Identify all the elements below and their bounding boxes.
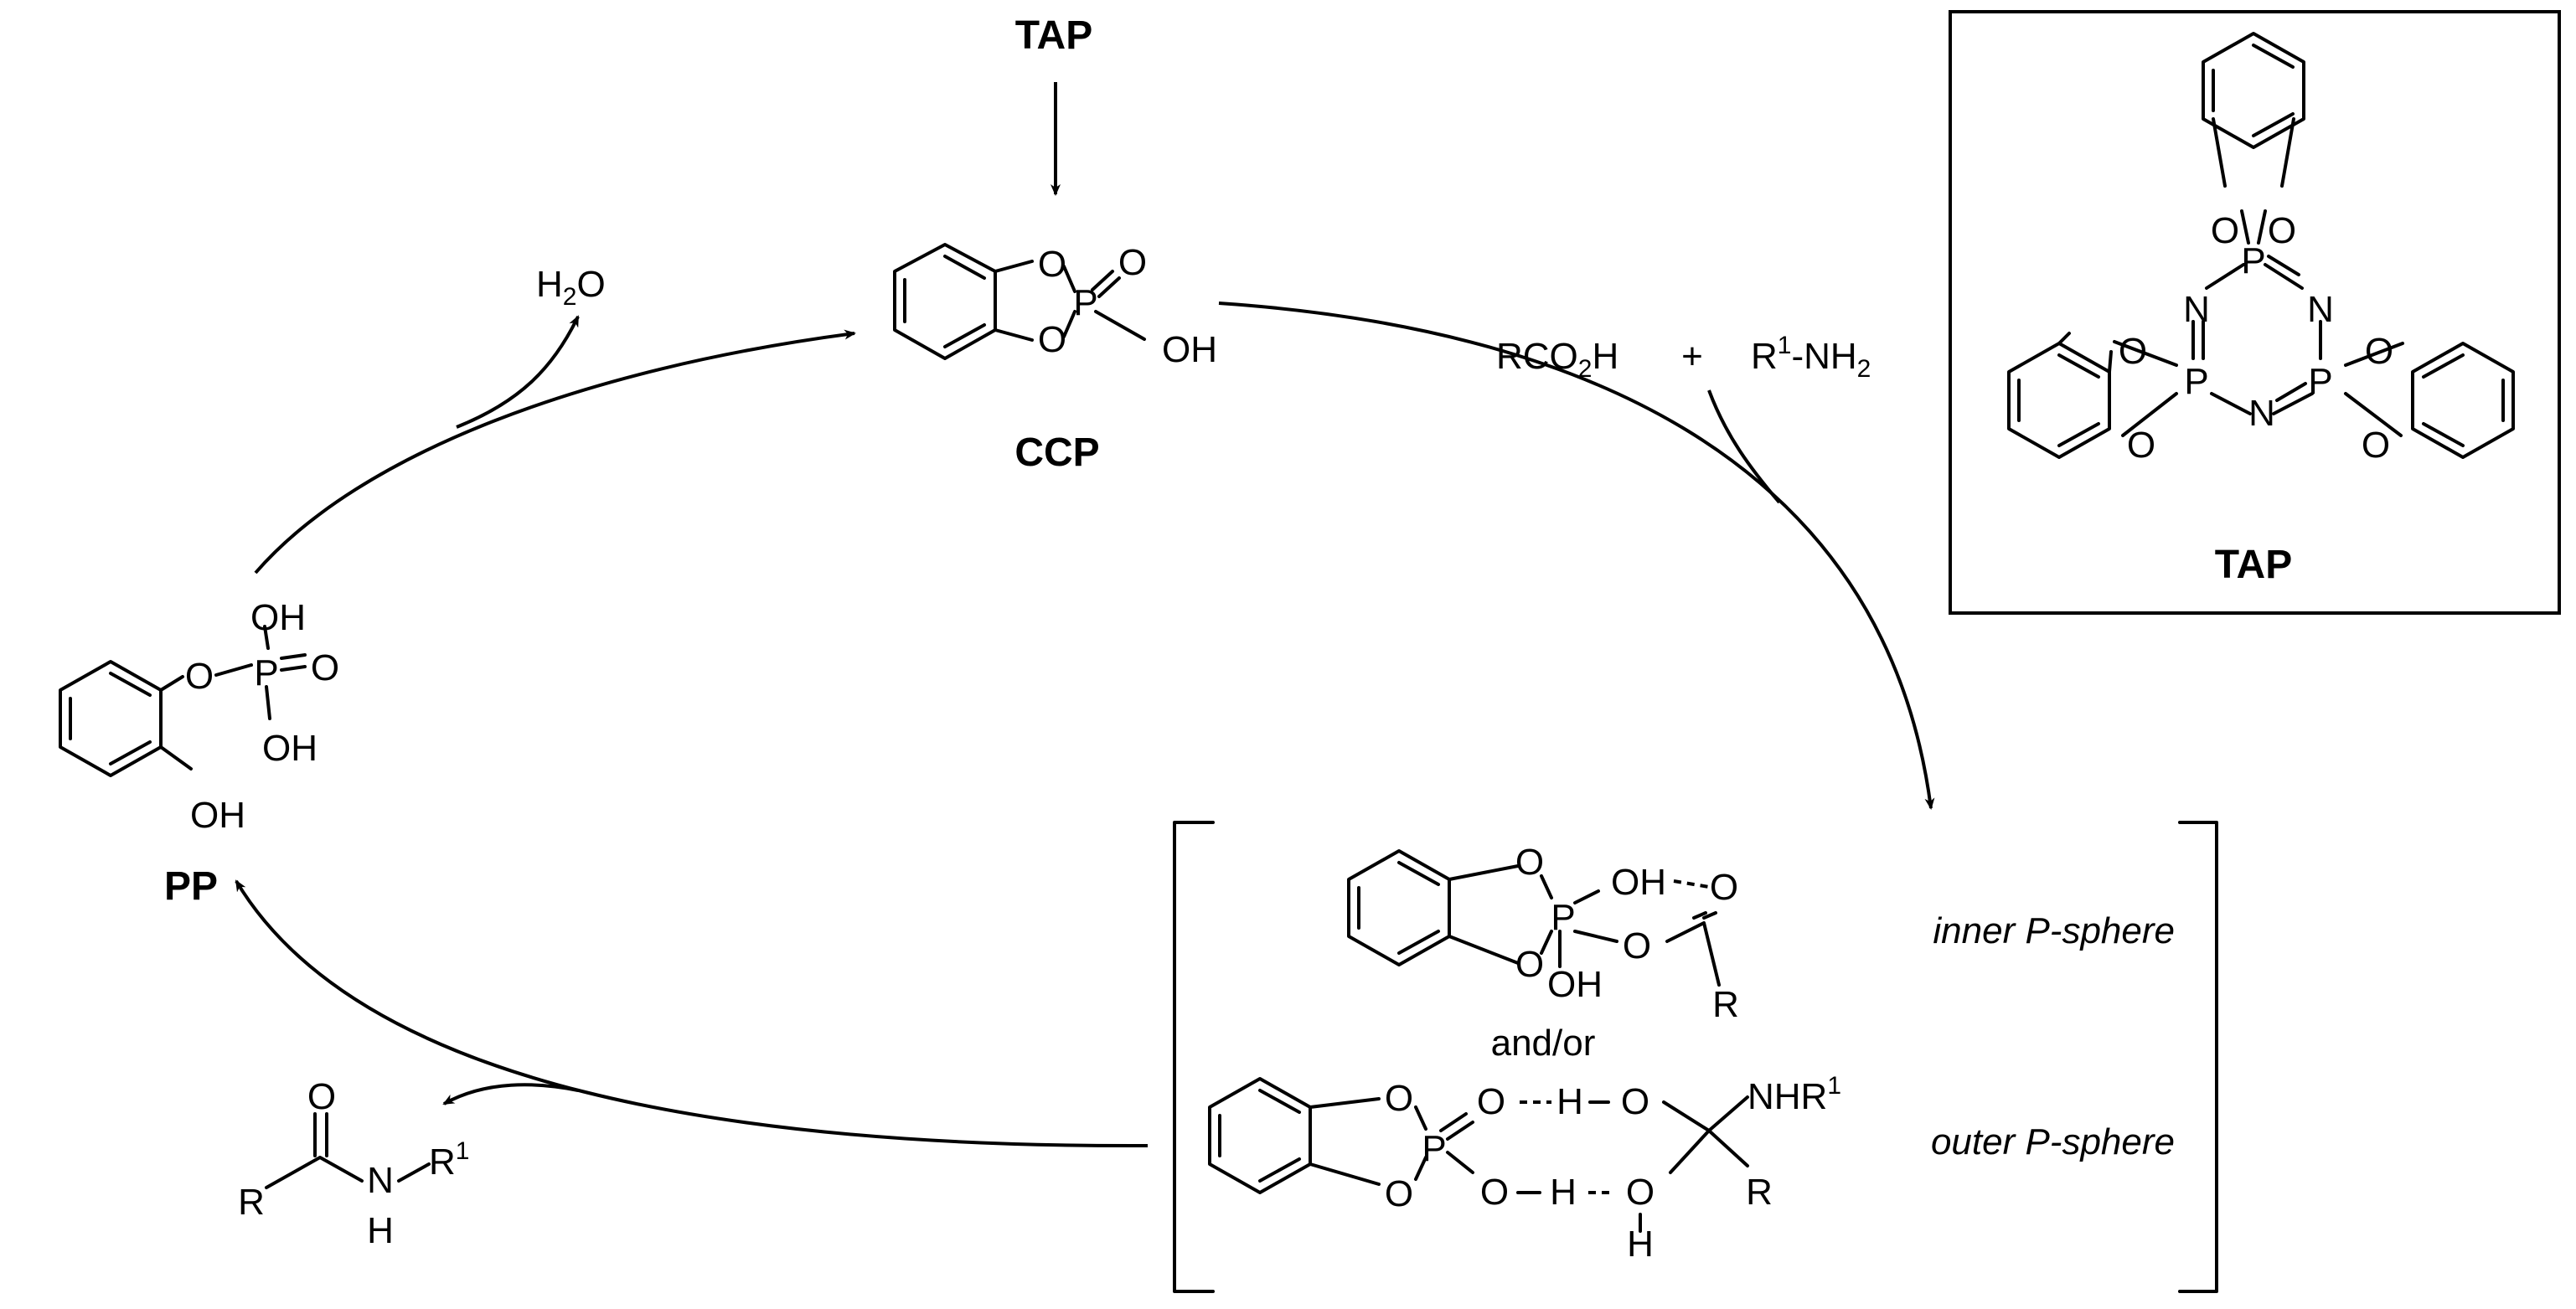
amide-product: R O N H R1 [238,1076,469,1251]
right-bracket [2178,821,2218,1293]
amide-release-arrow [442,1083,579,1105]
water-release-arrow [456,315,580,429]
outer-h3: H [1627,1224,1654,1265]
pp-oh-bottom: OH [262,728,317,769]
and-or-label: and/or [1491,1023,1596,1064]
tap-n2: N [2307,289,2334,330]
outer-r: R [1746,1172,1773,1213]
outer-p: P [1422,1128,1446,1169]
inner-o2: O [1515,944,1544,985]
outer-o1: O [1385,1078,1413,1119]
tap-o1: O [2211,210,2239,251]
pp-molecule: O P OH O OH OH [59,597,339,836]
tap-molecule: O O P N N P P N O O O O [2007,32,2515,466]
tap-p1: P [2241,240,2265,281]
inner-sphere-label: inner P-sphere [1933,910,2175,951]
amide-r: R [238,1182,265,1223]
amine-label: R1-NH2 [1751,332,1871,383]
tap-o4: O [2127,425,2155,466]
outer-sphere-intermediate: O O P O H O O H O H NHR1 R [1208,1072,1841,1265]
inner-oh-bottom: OH [1547,964,1603,1005]
inner-o-acyl: O [1623,925,1651,966]
pp-to-ccp-arc [254,329,856,575]
inner-sphere-intermediate: O O P OH O OH O R [1347,842,1739,1025]
tap-o5: O [2365,331,2393,372]
outer-o-hydrate2: O [1626,1172,1655,1213]
reagent-entry-arrow [1707,389,1781,504]
inner-r: R [1712,984,1739,1025]
amide-n: N [367,1160,394,1201]
tap-o3: O [2119,331,2147,372]
inner-o1: O [1515,842,1544,883]
tap-n1: N [2183,289,2210,330]
inner-p: P [1551,897,1575,938]
pp-o-ester: O [185,656,214,697]
amide-h: H [367,1210,394,1251]
ccp-label: CCP [1014,430,1099,475]
amide-o: O [307,1076,336,1117]
amide-r1: R1 [429,1137,469,1183]
pp-label: PP [164,864,218,909]
ccp-oxo: O [1118,242,1147,283]
tap-p3: P [2308,361,2332,402]
pp-p: P [254,652,278,693]
tap-p2: P [2184,361,2208,402]
outer-oxo: O [1477,1081,1505,1122]
outer-o3: O [1480,1172,1509,1213]
pp-oxo: O [311,647,339,688]
water-label: H2O [536,264,606,311]
ccp-oh: OH [1162,329,1217,370]
inner-oh-top: OH [1611,862,1666,903]
outer-sphere-label: outer P-sphere [1931,1121,2175,1162]
ccp-p: P [1073,282,1097,323]
plus-sign: + [1681,336,1703,377]
ccp-o2: O [1038,319,1066,360]
pp-oh-phenol: OH [190,795,245,836]
outer-o-hydrate1: O [1621,1081,1649,1122]
tap-n3: N [2248,393,2275,434]
tap-o2: O [2268,210,2296,251]
tap-top-label: TAP [1015,13,1092,58]
acid-label: RCO2H [1496,336,1618,383]
ccp-molecule: O O P O OH [893,242,1217,370]
inner-carbonyl-o: O [1710,867,1738,908]
outer-o2: O [1385,1173,1413,1214]
tap-box-label: TAP [2215,543,2292,587]
outer-h1: H [1556,1081,1583,1122]
ccp-o1: O [1038,244,1066,285]
outer-h2: H [1550,1172,1577,1213]
intermediate-to-pp-arc [235,879,1149,1148]
ccp-to-intermediate-arc [1218,301,1935,810]
tap-structure-box [1949,10,2561,615]
pp-oh-top: OH [250,597,306,638]
tap-o6: O [2362,425,2390,466]
left-bracket [1173,821,1215,1293]
outer-nhr1: NHR1 [1747,1072,1841,1117]
